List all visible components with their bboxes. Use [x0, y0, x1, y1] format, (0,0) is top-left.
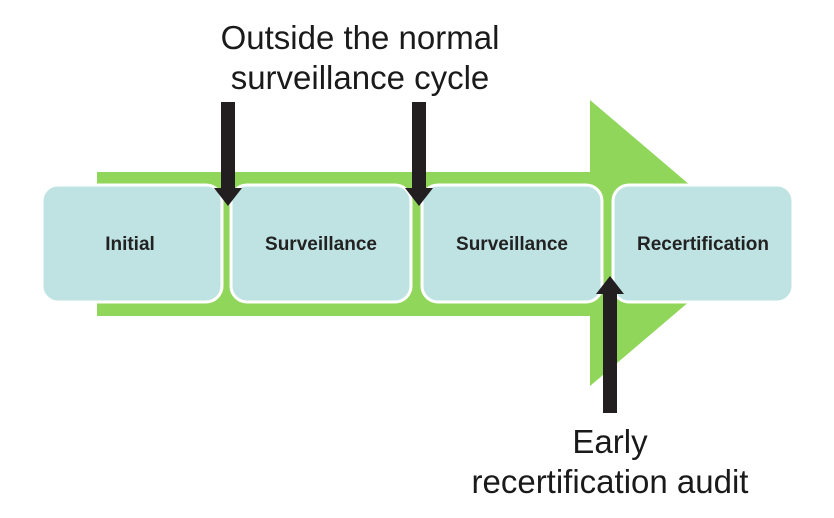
annotation-top-line1: Outside the normal — [220, 19, 500, 56]
down-pointer-2-shaft — [412, 102, 426, 190]
stage-label-recertification: Recertification — [637, 234, 769, 255]
annotation-bottom-line2: recertification audit — [471, 463, 749, 500]
up-pointer-head — [596, 276, 624, 294]
down-pointer-1-head — [214, 188, 242, 206]
down-pointer-arrow-1 — [214, 102, 242, 206]
stage-box-surveillance-1: Surveillance — [229, 183, 413, 304]
annotation-early-recertification: Early recertification audit — [420, 422, 800, 502]
stage-surveillance-2-rect — [420, 183, 604, 304]
stage-label-initial: Initial — [105, 234, 155, 255]
stage-recertification-rect — [611, 183, 795, 304]
up-pointer-arrow — [596, 276, 624, 413]
down-pointer-1-shaft — [221, 102, 235, 190]
stage-initial-rect — [40, 183, 224, 304]
down-pointer-2-head — [405, 188, 433, 206]
stage-label-surveillance-2: Surveillance — [456, 234, 568, 255]
stage-box-initial: Initial — [40, 183, 224, 304]
up-pointer-shaft — [603, 292, 617, 413]
stage-surveillance-1-rect — [229, 183, 413, 304]
annotation-outside-normal-cycle: Outside the normal surveillance cycle — [130, 18, 590, 98]
down-pointer-arrow-2 — [405, 102, 433, 206]
stage-label-surveillance-1: Surveillance — [265, 234, 377, 255]
annotation-top-line2: surveillance cycle — [230, 59, 490, 96]
annotation-bottom-line1: Early — [572, 423, 648, 460]
stage-box-recertification: Recertification — [611, 183, 795, 304]
stage-box-surveillance-2: Surveillance — [420, 183, 604, 304]
